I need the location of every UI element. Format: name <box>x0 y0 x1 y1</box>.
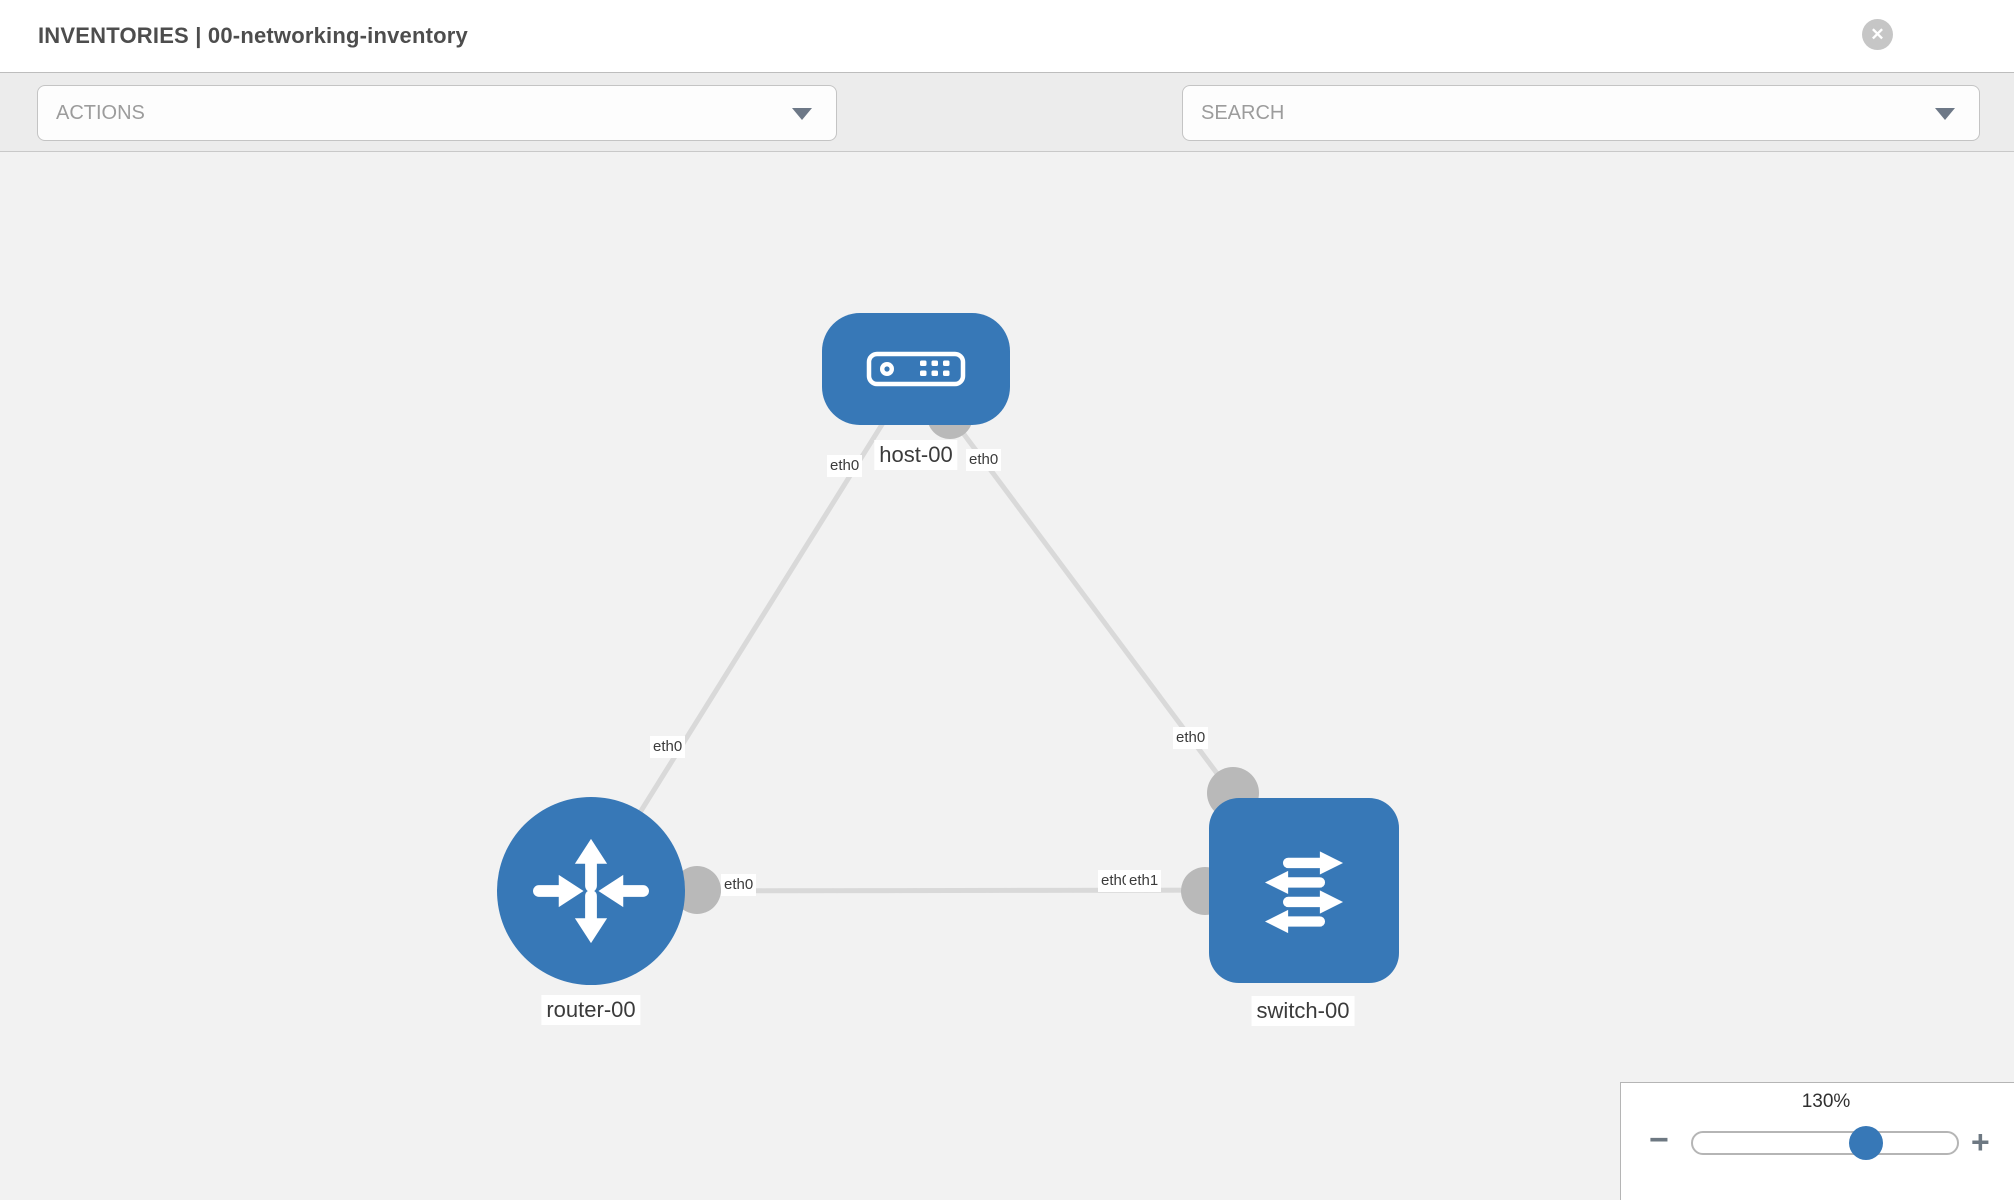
switch-icon <box>1264 850 1344 933</box>
zoom-control-panel: 130% − + <box>1620 1082 2014 1200</box>
node-switch-00[interactable] <box>1209 798 1399 983</box>
chevron-down-icon <box>1935 108 1955 120</box>
node-router-00[interactable] <box>497 797 685 985</box>
host-icon <box>866 351 966 387</box>
search-placeholder: SEARCH <box>1201 101 1285 124</box>
zoom-slider-thumb[interactable] <box>1849 1126 1883 1160</box>
actions-dropdown[interactable]: ACTIONS <box>37 85 837 141</box>
endpoint-router-eth0[interactable] <box>673 866 721 914</box>
search-input[interactable]: SEARCH <box>1182 85 1980 141</box>
close-icon: ✕ <box>1870 25 1885 44</box>
header: INVENTORIES | 00-networking-inventory ✕ <box>0 0 2014 72</box>
interface-label-host-right: eth0 <box>966 449 1002 471</box>
topology-graph <box>588 368 1307 915</box>
page-title: INVENTORIES | 00-networking-inventory <box>38 23 468 48</box>
chevron-down-icon <box>792 108 812 120</box>
toolbar: ACTIONS SEARCH <box>0 72 2014 201</box>
topology-canvas[interactable]: host-00 router-00 switch-00 eth0 eth0 et… <box>0 152 2014 1200</box>
interface-label-router-right: eth0 <box>721 874 757 896</box>
interface-label-host-left: eth0 <box>827 455 863 477</box>
interface-label-router-link: eth0 <box>650 736 686 758</box>
interface-label-switch-eth0: eth0 <box>1098 870 1134 892</box>
router-icon <box>533 838 649 944</box>
node-label-switch: switch-00 <box>1251 996 1355 1026</box>
zoom-in-button[interactable]: + <box>1971 1124 1990 1160</box>
node-label-host: host-00 <box>874 440 958 470</box>
zoom-slider-track[interactable] <box>1691 1126 1959 1160</box>
zoom-level-value: 130% <box>1801 1091 1851 1112</box>
actions-dropdown-label: ACTIONS <box>56 101 145 124</box>
node-host-00[interactable] <box>822 313 1010 425</box>
close-button[interactable]: ✕ <box>1862 19 1893 50</box>
interface-label-switch-link: eth0 <box>1173 727 1209 749</box>
node-label-router: router-00 <box>541 995 641 1025</box>
interface-label-switch-eth1: eth1 <box>1126 870 1162 892</box>
zoom-out-button[interactable]: − <box>1649 1121 1669 1159</box>
